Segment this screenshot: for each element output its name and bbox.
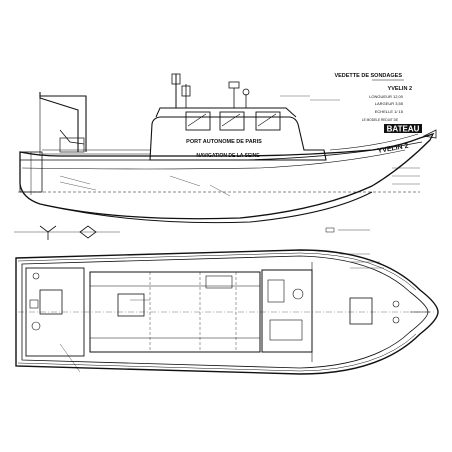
annotation-leaders bbox=[59, 95, 420, 197]
logo-brand: BATEAU bbox=[387, 125, 420, 134]
mast bbox=[171, 73, 250, 108]
logo-box bbox=[384, 124, 422, 133]
bow-bollard-1 bbox=[392, 300, 400, 308]
deck-outer-outline bbox=[15, 249, 439, 375]
bow-name: YVELIN 2 bbox=[377, 143, 409, 155]
propeller-detail bbox=[14, 225, 120, 240]
roof-vent bbox=[205, 275, 233, 289]
cabin-roof bbox=[155, 107, 297, 118]
chart-table bbox=[269, 319, 303, 341]
winch-box bbox=[29, 299, 39, 309]
window-3 bbox=[255, 111, 281, 131]
bow-fitting bbox=[422, 129, 437, 139]
bollard-2 bbox=[32, 272, 40, 280]
bow-rail bbox=[329, 133, 419, 151]
engine-hatch bbox=[117, 293, 145, 317]
logo-caption: LE MODELE REDUIT DE bbox=[362, 118, 398, 122]
title-line-2: YVELIN 2 bbox=[388, 86, 412, 92]
rub-rail bbox=[21, 149, 406, 170]
stern-hatch bbox=[39, 289, 63, 315]
stern-davit bbox=[39, 92, 87, 156]
legend-swatch bbox=[325, 227, 335, 233]
keel-line bbox=[43, 191, 373, 224]
title-line-1: VEDETTE DE SONDAGES bbox=[334, 73, 402, 79]
bollard-1 bbox=[31, 321, 41, 331]
deck-plan bbox=[15, 249, 439, 375]
wheelhouse bbox=[149, 116, 327, 161]
helm-seat bbox=[267, 279, 285, 303]
bow-bollard-2 bbox=[392, 316, 400, 324]
stern-guard-rail bbox=[42, 149, 150, 155]
helm-wheel bbox=[292, 288, 304, 300]
title-block: VEDETTE DE SONDAGES YVELIN 2 LONGUEUR 12… bbox=[334, 73, 412, 114]
magazine-logo: LE MODELE REDUIT DE BATEAU bbox=[362, 118, 422, 134]
cabin-text-1: PORT AUTONOME DE PARIS bbox=[186, 139, 262, 145]
forward-hatch bbox=[349, 297, 373, 325]
deck-rub-line bbox=[17, 252, 417, 372]
scale-text: ECHELLE 1/ 15 bbox=[375, 109, 404, 114]
side-profile: PORT AUTONOME DE PARIS NAVIGATION DE LA … bbox=[14, 73, 437, 240]
window-1 bbox=[185, 111, 211, 131]
plan-annotation-leaders bbox=[59, 253, 384, 373]
window-glints bbox=[187, 113, 277, 127]
cabin-text-2: NAVIGATION DE LA SEINE bbox=[196, 153, 260, 159]
title-line-4: LARGEUR 3,55 bbox=[375, 101, 404, 106]
title-line-3: LONGUEUR 12,00 bbox=[369, 94, 404, 99]
window-2 bbox=[219, 111, 245, 131]
hull-outline bbox=[19, 132, 435, 220]
